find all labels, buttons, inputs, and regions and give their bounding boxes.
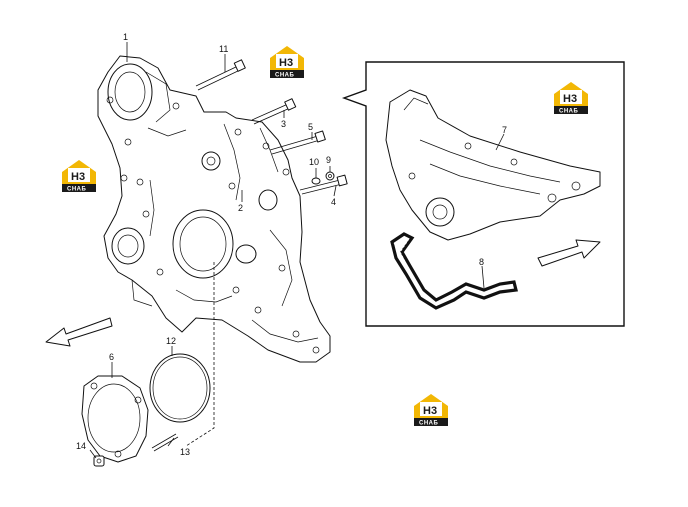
svg-text:CHAБ: CHAБ (559, 109, 578, 115)
bolt-5 (269, 130, 326, 155)
watermark-logo-icon: H3 CHAБ (414, 394, 448, 427)
nut-9 (325, 171, 335, 181)
rail-part (385, 89, 601, 241)
watermark-logo-icon: H3 CHAБ (62, 160, 96, 193)
stud-13 (151, 433, 179, 452)
callout-11: 11 (219, 44, 228, 54)
leader-lines (89, 42, 505, 459)
callout-13: 13 (180, 447, 190, 457)
callout-1: 1 (123, 32, 128, 42)
callout-2: 2 (238, 203, 243, 213)
callout-12: 12 (166, 336, 176, 346)
watermark-logo-icon: H3 CHAБ (270, 46, 304, 79)
cover-plate (81, 375, 149, 463)
detail-inset (341, 61, 625, 327)
washer-10 (311, 177, 321, 185)
callout-3: 3 (281, 119, 286, 129)
arrow-right-icon (537, 239, 601, 267)
gasket (390, 232, 518, 310)
o-ring (149, 353, 211, 423)
svg-text:H3: H3 (71, 171, 85, 183)
callout-10: 10 (309, 157, 319, 167)
callout-4: 4 (331, 197, 336, 207)
svg-text:CHAБ: CHAБ (419, 421, 438, 427)
assembly-guide-line (185, 262, 215, 447)
plug-14 (93, 455, 105, 467)
callout-6: 6 (109, 352, 114, 362)
bolt-3 (251, 98, 297, 125)
bolt-4 (299, 174, 348, 195)
svg-text:H3: H3 (423, 405, 437, 417)
bolt-11 (195, 59, 246, 91)
svg-text:CHAБ: CHAБ (275, 73, 294, 79)
arrow-left-icon (45, 317, 113, 347)
svg-text:CHAБ: CHAБ (67, 187, 86, 193)
callout-5: 5 (308, 122, 313, 132)
callout-7: 7 (502, 125, 507, 135)
callout-8: 8 (479, 257, 484, 267)
callout-14: 14 (76, 441, 86, 451)
watermark-logo-icon: H3 CHAБ (554, 82, 588, 115)
svg-text:H3: H3 (279, 57, 293, 69)
callout-9: 9 (326, 155, 331, 165)
svg-text:H3: H3 (563, 93, 577, 105)
timing-cover (97, 55, 331, 363)
